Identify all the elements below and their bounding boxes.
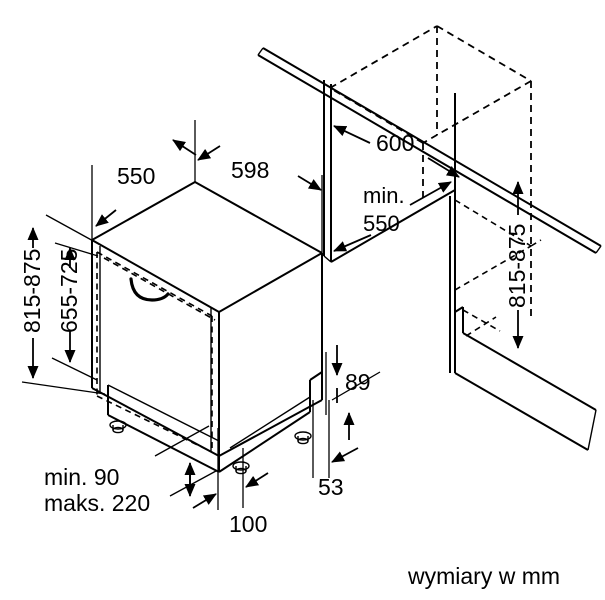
dim-label-plinth-53: 53 (318, 474, 344, 500)
dim-width-598: 598 (197, 145, 323, 253)
foot-front-right (232, 461, 250, 475)
dim-plinth-89: 89 (325, 345, 381, 415)
dim-label-kick-min-90: min. 90 (44, 464, 119, 490)
units-caption: wymiary w mm (407, 563, 560, 589)
dim-niche-600: 600 (333, 125, 460, 178)
dim-label-niche-815-875: 815-875 (504, 224, 530, 308)
door-panel-dashed-outline (96, 251, 216, 453)
dishwasher-body-group (91, 181, 323, 475)
dim-label-kick-maks-220: maks. 220 (44, 490, 150, 516)
dim-depth-550: 550 (91, 120, 197, 240)
niche-floor-edges (454, 306, 597, 451)
dishwasher-top-face (91, 181, 323, 313)
foot-front-left (109, 420, 127, 434)
foot-rear-right (294, 431, 312, 445)
dim-label-niche-550: 550 (363, 211, 400, 236)
niche-lower-dashed-lines (454, 199, 542, 337)
dim-label-height-815-875: 815-875 (19, 249, 45, 333)
dim-label-niche-600: 600 (376, 130, 414, 156)
dim-door-655-725: 655-725 (51, 242, 99, 381)
dim-label-door-655-725: 655-725 (56, 249, 82, 333)
dim-niche-815-875: 815-875 (504, 181, 530, 349)
dim-label-niche-min: min. (363, 183, 405, 208)
dim-label-foot-100: 100 (229, 511, 267, 537)
door-handle-icon (129, 277, 170, 302)
dim-label-plinth-89: 89 (345, 369, 371, 395)
dim-kickplate: min. 90 maks. 220 (44, 425, 217, 516)
niche-inner-panel (330, 93, 456, 373)
cabinet-niche-group (257, 25, 602, 451)
dim-label-width-598: 598 (231, 157, 269, 183)
worktop-slab (257, 47, 602, 254)
dishwasher-plinth-right (218, 371, 323, 473)
dim-foot-100: 100 (192, 428, 269, 537)
dim-plinth-53: 53 (312, 400, 359, 500)
dim-niche-min-550: min. 550 (333, 181, 452, 252)
dishwasher-front-door-face (91, 240, 220, 457)
dim-label-depth-550: 550 (117, 163, 155, 189)
dishwasher-feet-group (109, 420, 312, 475)
niche-left-wall (323, 80, 332, 263)
dim-height-815-875: 815-875 (19, 214, 107, 395)
